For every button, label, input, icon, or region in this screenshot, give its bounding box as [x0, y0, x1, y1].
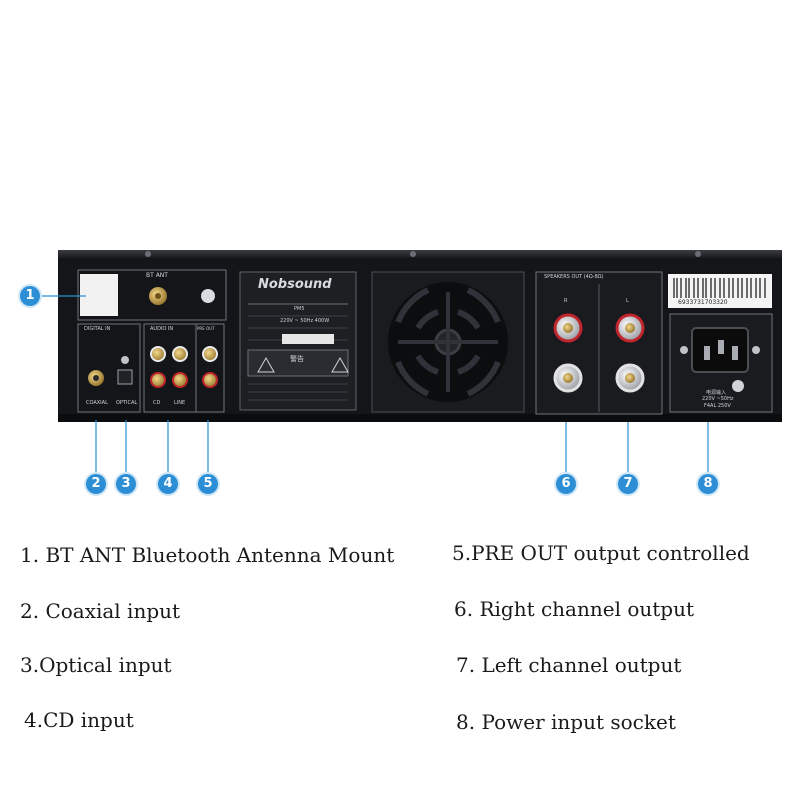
callout-6: 6 — [556, 474, 576, 494]
bt-ant-label: BT ANT — [146, 272, 168, 279]
callout-2: 2 — [86, 474, 106, 494]
callout-7: 7 — [618, 474, 638, 494]
power-spec-2: F4AL 250V — [704, 403, 731, 409]
power-in-label: 电源输入 — [706, 390, 727, 396]
legend-item-left-channel: 7. Left channel output — [456, 653, 682, 677]
callout-3: 3 — [116, 474, 136, 494]
legend-item-optical: 3.Optical input — [20, 653, 172, 677]
amplifier-panel-graphic — [58, 250, 782, 422]
power-spec-1: 220V ~50Hz — [702, 396, 734, 402]
callout-8: 8 — [698, 474, 718, 494]
amplifier-rear-panel: BT ANT DIGITAL IN AUDIO IN PRE OUT COAXI… — [58, 250, 782, 422]
callout-4: 4 — [158, 474, 178, 494]
model-field: PM5 — [294, 306, 305, 312]
speaker-r-label: R — [564, 298, 568, 304]
line-label: LINE — [174, 400, 186, 406]
optical-label: OPTICAL — [116, 400, 138, 406]
callout-1: 1 — [20, 286, 40, 306]
barcode-number: 6933731703320 — [678, 299, 728, 306]
coaxial-label: COAXIAL — [86, 400, 108, 406]
callout-5: 5 — [198, 474, 218, 494]
legend-item-bt-ant: 1. BT ANT Bluetooth Antenna Mount — [20, 543, 395, 567]
legend-item-cd: 4.CD input — [24, 708, 134, 732]
legend-item-pre-out: 5.PRE OUT output controlled — [452, 541, 750, 565]
audio-in-label: AUDIO IN — [150, 326, 174, 332]
power-rating: 220V ~ 50Hz 400W — [280, 318, 330, 324]
speakers-out-label: SPEAKERS OUT (4Ω-8Ω) — [544, 274, 604, 280]
digital-in-label: DIGITAL IN — [84, 326, 111, 332]
brand-logo: Nobsound — [258, 277, 332, 292]
pre-out-label: PRE OUT — [197, 326, 215, 331]
legend-item-coaxial: 2. Coaxial input — [20, 599, 181, 623]
legend-item-power-socket: 8. Power input socket — [456, 710, 676, 734]
warning-label: 警告 — [290, 355, 304, 363]
legend-item-right-channel: 6. Right channel output — [454, 597, 695, 621]
cd-label: CD — [153, 400, 161, 406]
speaker-l-label: L — [626, 298, 629, 304]
